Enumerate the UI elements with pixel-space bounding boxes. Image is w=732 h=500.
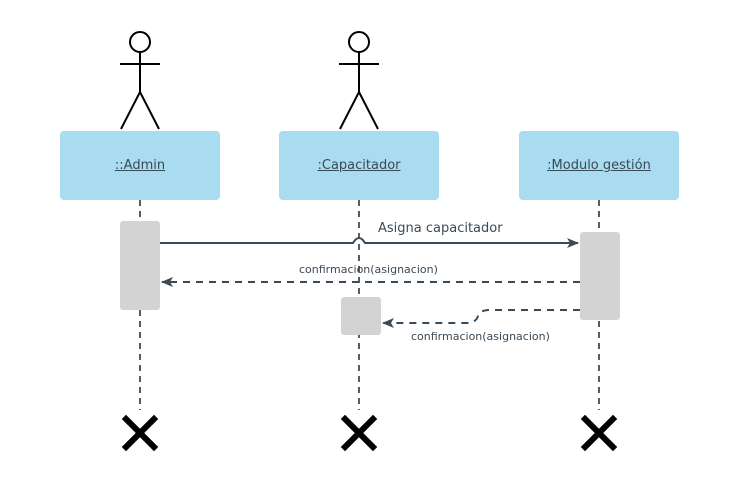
activation-modulo (580, 232, 620, 320)
participant-capacitador: :Capacitador (279, 131, 439, 200)
participant-capacitador-label: :Capacitador (317, 158, 401, 173)
destroy-marker-modulo-icon (580, 414, 618, 452)
activation-admin (120, 221, 160, 310)
destroy-marker-admin-icon (121, 414, 159, 452)
message-confirmacion-capacitador-arrow (382, 309, 580, 328)
actor-capacitador-icon (339, 31, 379, 130)
participant-admin-label: ::Admin (114, 158, 166, 173)
participant-modulo: :Modulo gestión (519, 131, 679, 200)
participant-modulo-label: :Modulo gestión (547, 158, 651, 173)
participant-admin: ::Admin (60, 131, 220, 200)
activation-capacitador (341, 297, 381, 335)
message-confirmacion-admin-label: confirmacion(asignacion) (299, 263, 438, 276)
message-confirmacion-capacitador-label: confirmacion(asignacion) (411, 330, 550, 343)
actor-admin-icon (120, 31, 160, 130)
message-asigna-label: Asigna capacitador (378, 221, 503, 236)
destroy-marker-capacitador-icon (340, 414, 378, 452)
message-asigna-arrow (160, 237, 579, 248)
